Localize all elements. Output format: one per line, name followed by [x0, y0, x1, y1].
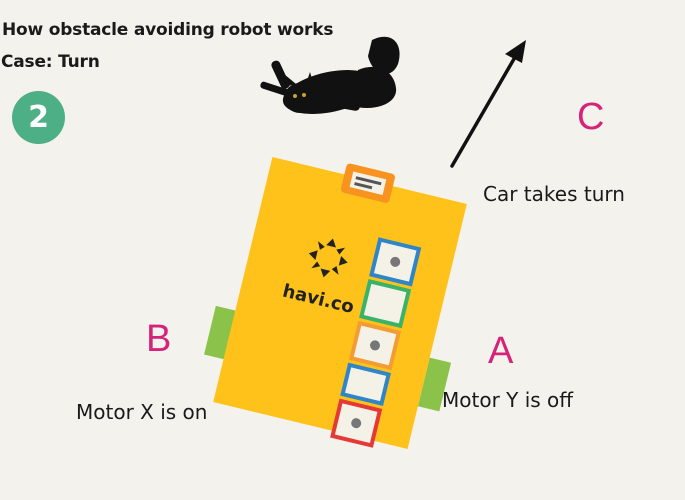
havi-logo-icon [308, 238, 348, 278]
cat-image [260, 36, 400, 114]
diagram-title: How obstacle avoiding robot works [2, 20, 334, 40]
robot-car: havi.co [204, 157, 467, 449]
caption-motor-y: Motor Y is off [442, 388, 574, 412]
label-c: C [577, 96, 605, 138]
wheel-right [417, 357, 452, 412]
caption-motor-x: Motor X is on [76, 400, 208, 424]
wheel-left [204, 305, 238, 360]
chassis [213, 157, 467, 449]
label-b: B [146, 318, 172, 360]
arrow-up-right-icon [450, 40, 526, 168]
case-subtitle: Case: Turn [1, 52, 100, 72]
label-a: A [488, 330, 514, 372]
module-stack [330, 237, 422, 448]
step-badge: 2 [12, 91, 65, 144]
caption-turn: Car takes turn [483, 182, 625, 206]
